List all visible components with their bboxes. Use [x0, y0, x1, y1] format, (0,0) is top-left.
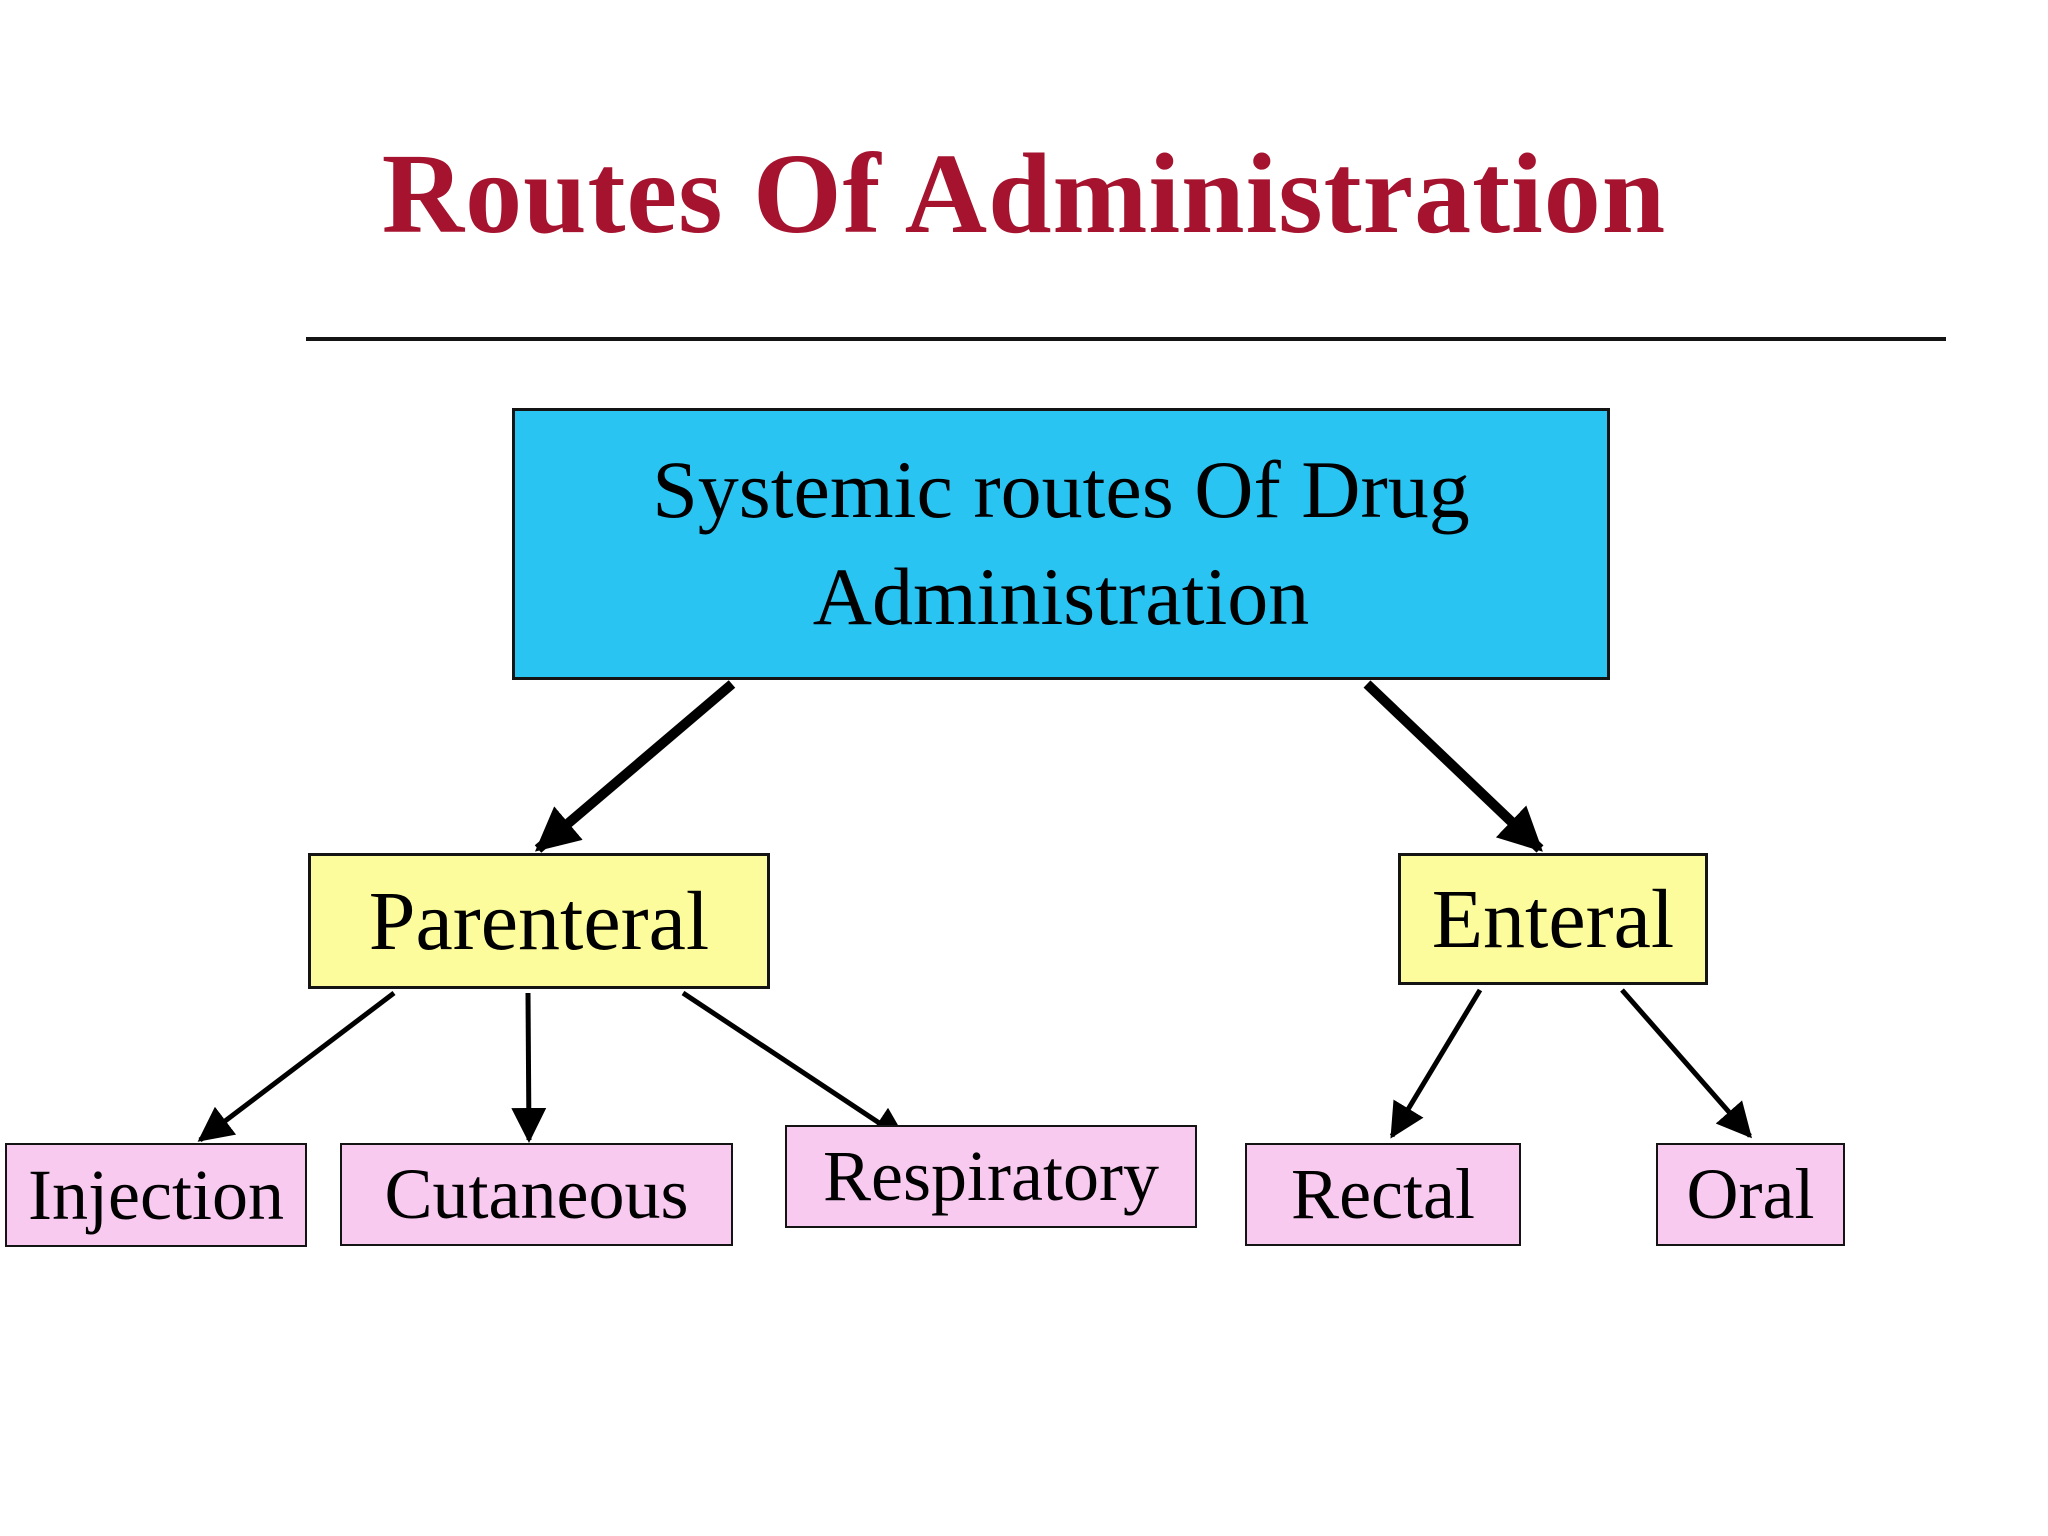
node-rectal: Rectal [1245, 1143, 1521, 1246]
node-systemic-routes: Systemic routes Of Drug Administration [512, 408, 1610, 680]
node-cutaneous: Cutaneous [340, 1143, 733, 1246]
node-enteral: Enteral [1398, 853, 1708, 985]
arrow-parenteral-to-respiratory [681, 990, 908, 1143]
arrow-enteral-to-oral [1620, 988, 1752, 1139]
node-injection: Injection [5, 1143, 307, 1247]
node-oral: Oral [1656, 1143, 1845, 1246]
arrow-root-to-enteral [1363, 680, 1544, 853]
node-respiratory: Respiratory [785, 1125, 1197, 1228]
node-parenteral: Parenteral [308, 853, 770, 989]
arrow-enteral-to-rectal [1389, 988, 1483, 1139]
slide-title: Routes Of Administration [381, 130, 1667, 257]
title-underline [306, 337, 1946, 341]
arrow-parenteral-to-cutaneous [511, 992, 547, 1143]
arrow-root-to-parenteral [534, 680, 736, 853]
arrow-parenteral-to-injection [197, 991, 396, 1142]
